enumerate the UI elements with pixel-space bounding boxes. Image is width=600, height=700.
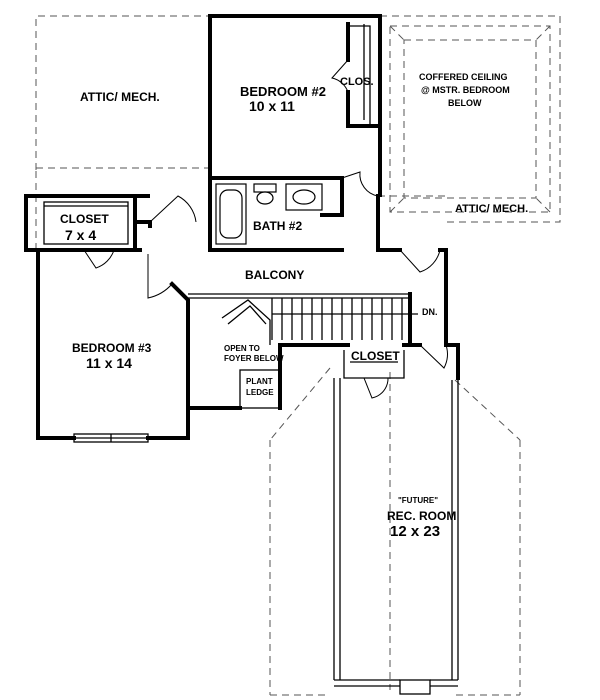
plant-ledge-line2: LEDGE [246, 388, 274, 397]
exterior-walls [24, 14, 460, 440]
balcony-label: BALCONY [245, 268, 304, 282]
bedroom2-closet-label: CLOS. [340, 76, 374, 88]
rec-room-name-label: REC. ROOM [387, 509, 456, 523]
attic-left-label: ATTIC/ MECH. [80, 90, 160, 104]
bedroom3-size-label: 11 x 14 [86, 355, 132, 371]
plant-ledge-line1: PLANT [246, 377, 273, 386]
bedroom2-name-label: BEDROOM #2 [240, 84, 326, 99]
closet-left-size-label: 7 x 4 [65, 227, 96, 243]
bedroom2-size-label: 10 x 11 [249, 98, 295, 114]
closet-left-name-label: CLOSET [60, 212, 109, 226]
stair-down-label: DN. [422, 307, 438, 317]
bedroom3-name-label: BEDROOM #3 [72, 341, 152, 355]
open-to-foyer-line1: OPEN TO [224, 344, 260, 353]
rec-room-future-label: "FUTURE" [398, 496, 438, 505]
stair-treads [271, 298, 418, 340]
attic-right-label: ATTIC/ MECH. [455, 203, 528, 215]
rec-room-size-label: 12 x 23 [390, 523, 440, 540]
door-swings [83, 59, 448, 399]
inner-walls [43, 22, 459, 695]
attic-dashed-outlines [35, 15, 561, 696]
bath-fixtures [215, 183, 323, 245]
room-labels: ATTIC/ MECH. BEDROOM #2 10 x 11 CLOS. CO… [60, 72, 528, 540]
closet-mid-label: CLOSET [351, 349, 400, 363]
open-to-foyer-line2: FOYER BELOW [224, 354, 284, 363]
bath2-label: BATH #2 [253, 219, 302, 233]
coffered-ceiling-line3: BELOW [448, 98, 482, 108]
coffered-ceiling-line2: @ MSTR. BEDROOM [421, 85, 510, 95]
coffered-ceiling-line1: COFFERED CEILING [419, 72, 508, 82]
